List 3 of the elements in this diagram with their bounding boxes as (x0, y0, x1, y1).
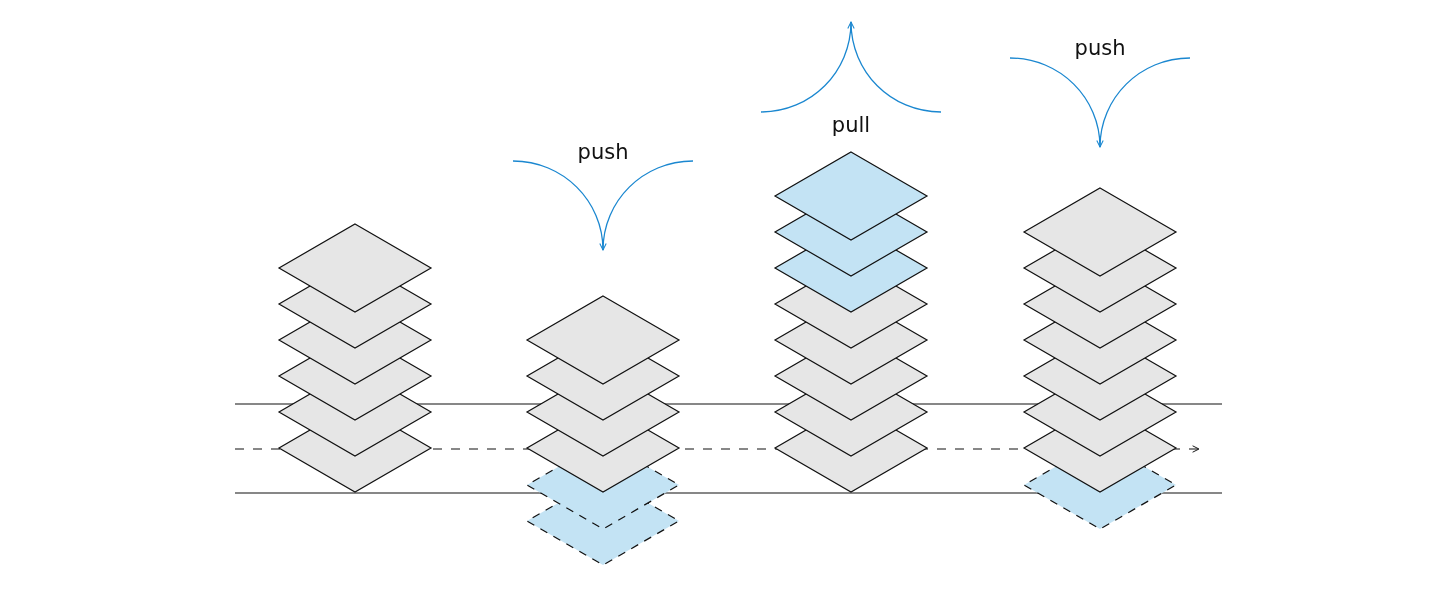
arrow-label: pull (831, 114, 871, 136)
arrow-label: push (1074, 37, 1126, 59)
arrow-label: push (577, 141, 629, 163)
